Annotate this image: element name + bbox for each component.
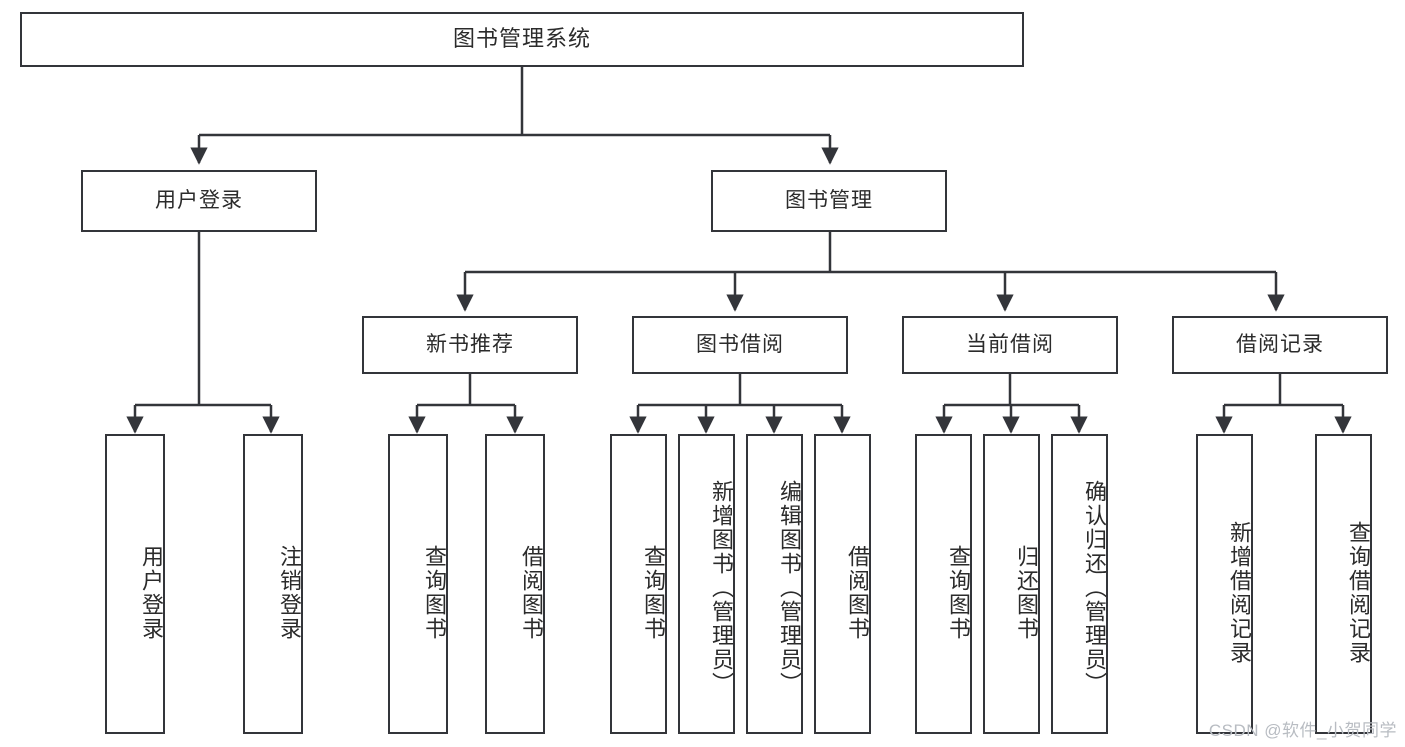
node-label: 当前借阅	[966, 333, 1054, 357]
node-label: 注销登录	[277, 545, 302, 641]
node-label: 借阅图书	[519, 545, 544, 641]
node-borrow-record[interactable]: 借阅记录	[1172, 316, 1388, 374]
node-label: 借阅图书	[845, 545, 870, 641]
leaf-current-borrow-query[interactable]: 查询图书	[915, 434, 972, 734]
leaf-new-book-borrow[interactable]: 借阅图书	[485, 434, 545, 734]
leaf-borrow-record-query[interactable]: 查询借阅记录	[1315, 434, 1372, 734]
node-label: 查询图书	[946, 545, 971, 641]
node-label: 查询借阅记录	[1346, 521, 1371, 665]
leaf-borrow-record-add[interactable]: 新增借阅记录	[1196, 434, 1253, 734]
leaf-new-book-query[interactable]: 查询图书	[388, 434, 448, 734]
leaf-book-borrow-edit[interactable]: 编辑图书（管理员）	[746, 434, 803, 734]
node-label: 确认归还（管理员）	[1082, 480, 1107, 696]
node-new-book-recommend[interactable]: 新书推荐	[362, 316, 578, 374]
node-label: 图书管理	[785, 189, 873, 213]
node-label: 编辑图书（管理员）	[777, 480, 802, 696]
node-user-login[interactable]: 用户登录	[81, 170, 317, 232]
leaf-book-borrow-borrow[interactable]: 借阅图书	[814, 434, 871, 734]
node-label: 用户登录	[139, 545, 164, 641]
node-label: 用户登录	[155, 189, 243, 213]
leaf-current-borrow-return[interactable]: 归还图书	[983, 434, 1040, 734]
leaf-book-borrow-add[interactable]: 新增图书（管理员）	[678, 434, 735, 734]
node-label: 查询图书	[641, 545, 666, 641]
csdn-watermark: CSDN @软件_小贺同学	[1208, 721, 1397, 740]
leaf-current-borrow-confirm-return[interactable]: 确认归还（管理员）	[1051, 434, 1108, 734]
node-root-system[interactable]: 图书管理系统	[20, 12, 1024, 67]
leaf-user-login-logout[interactable]: 注销登录	[243, 434, 303, 734]
node-label: 图书管理系统	[452, 26, 591, 52]
node-book-borrow[interactable]: 图书借阅	[632, 316, 848, 374]
node-label: 借阅记录	[1236, 333, 1324, 357]
node-label: 图书借阅	[696, 333, 784, 357]
node-current-borrow[interactable]: 当前借阅	[902, 316, 1118, 374]
node-label: 归还图书	[1014, 545, 1039, 641]
node-label: 新书推荐	[426, 333, 514, 357]
node-label: 新增图书（管理员）	[709, 480, 734, 696]
leaf-book-borrow-query[interactable]: 查询图书	[610, 434, 667, 734]
node-label: 新增借阅记录	[1227, 521, 1252, 665]
leaf-user-login-login[interactable]: 用户登录	[105, 434, 165, 734]
node-book-management[interactable]: 图书管理	[711, 170, 947, 232]
node-label: 查询图书	[422, 545, 447, 641]
